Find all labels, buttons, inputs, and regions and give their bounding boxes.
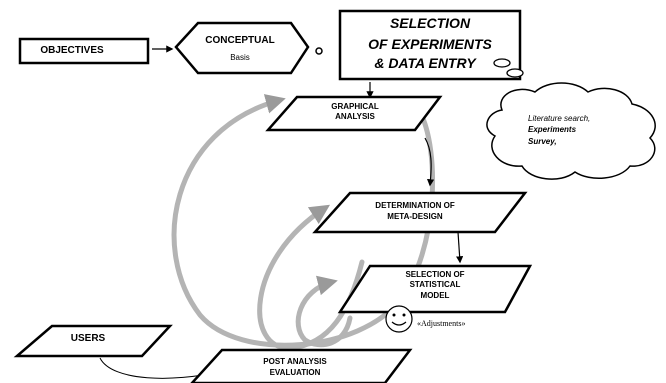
selection-experiments-box [338,9,522,81]
users-shape [13,324,173,358]
thought-cloud-shape [486,82,656,180]
meta-design-shape [312,191,528,234]
statistical-model-shape [337,264,533,314]
bubble-connector-small [315,47,323,55]
arrow-graphical-to-meta [424,137,435,187]
users-label: USERS [70,333,106,344]
meta-design-line1: DETERMINATION OF [375,201,455,210]
objectives-box [18,37,150,65]
graphical-analysis-line2: ANALYSIS [335,112,375,121]
graphical-analysis-line1: GRAPHICAL [331,102,379,111]
graphical-analysis-shape [265,95,443,132]
conceptual-subtitle: Basis [230,53,250,62]
statistical-model-line2: STATISTICAL [409,280,461,289]
adjustments-label: «Adjustments» [417,319,466,328]
thought-cloud-line2: Experiments [528,125,577,134]
thought-bubble-2 [506,68,524,78]
selection-experiments-line1: SELECTION [389,15,471,31]
inner-feedback-loop [295,275,353,348]
post-analysis-shape [190,348,413,383]
post-analysis-line1: POST ANALYSIS [263,357,327,366]
post-analysis-line2: EVALUATION [269,368,321,377]
statistical-model-line3: MODEL [420,291,450,300]
objectives-label: OBJECTIVES [40,45,104,56]
selection-experiments-line3: & DATA ENTRY [374,55,476,71]
selection-experiments-line2: OF EXPERIMENTS [368,36,492,52]
thought-cloud-line3: Survey, [528,137,557,146]
statistical-model-line1: SELECTION OF [405,270,465,279]
thought-cloud-line1: Literature search, [528,114,591,123]
smiley-face-icon [385,305,413,333]
arrow-meta-to-model [456,231,464,264]
meta-design-line2: META-DESIGN [387,212,443,221]
thought-bubble-1 [493,58,511,68]
conceptual-title: CONCEPTUAL [205,35,275,46]
conceptual-hexagon [174,21,310,75]
